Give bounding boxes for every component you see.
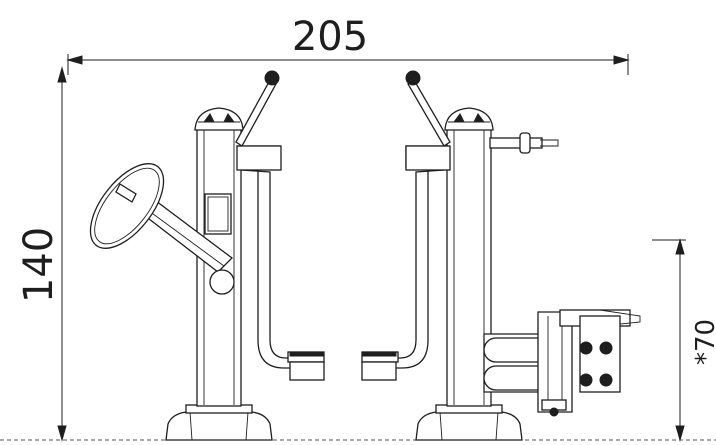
width-label: 205: [292, 14, 368, 60]
height-dimension: 140: [16, 66, 67, 442]
left-station: [89, 70, 325, 441]
fall-height-label: *70: [691, 319, 716, 365]
fall-height-dimension: *70: [652, 238, 716, 442]
width-dimension: 205: [66, 14, 630, 75]
right-station: [361, 70, 641, 441]
height-label: 140: [16, 227, 62, 303]
